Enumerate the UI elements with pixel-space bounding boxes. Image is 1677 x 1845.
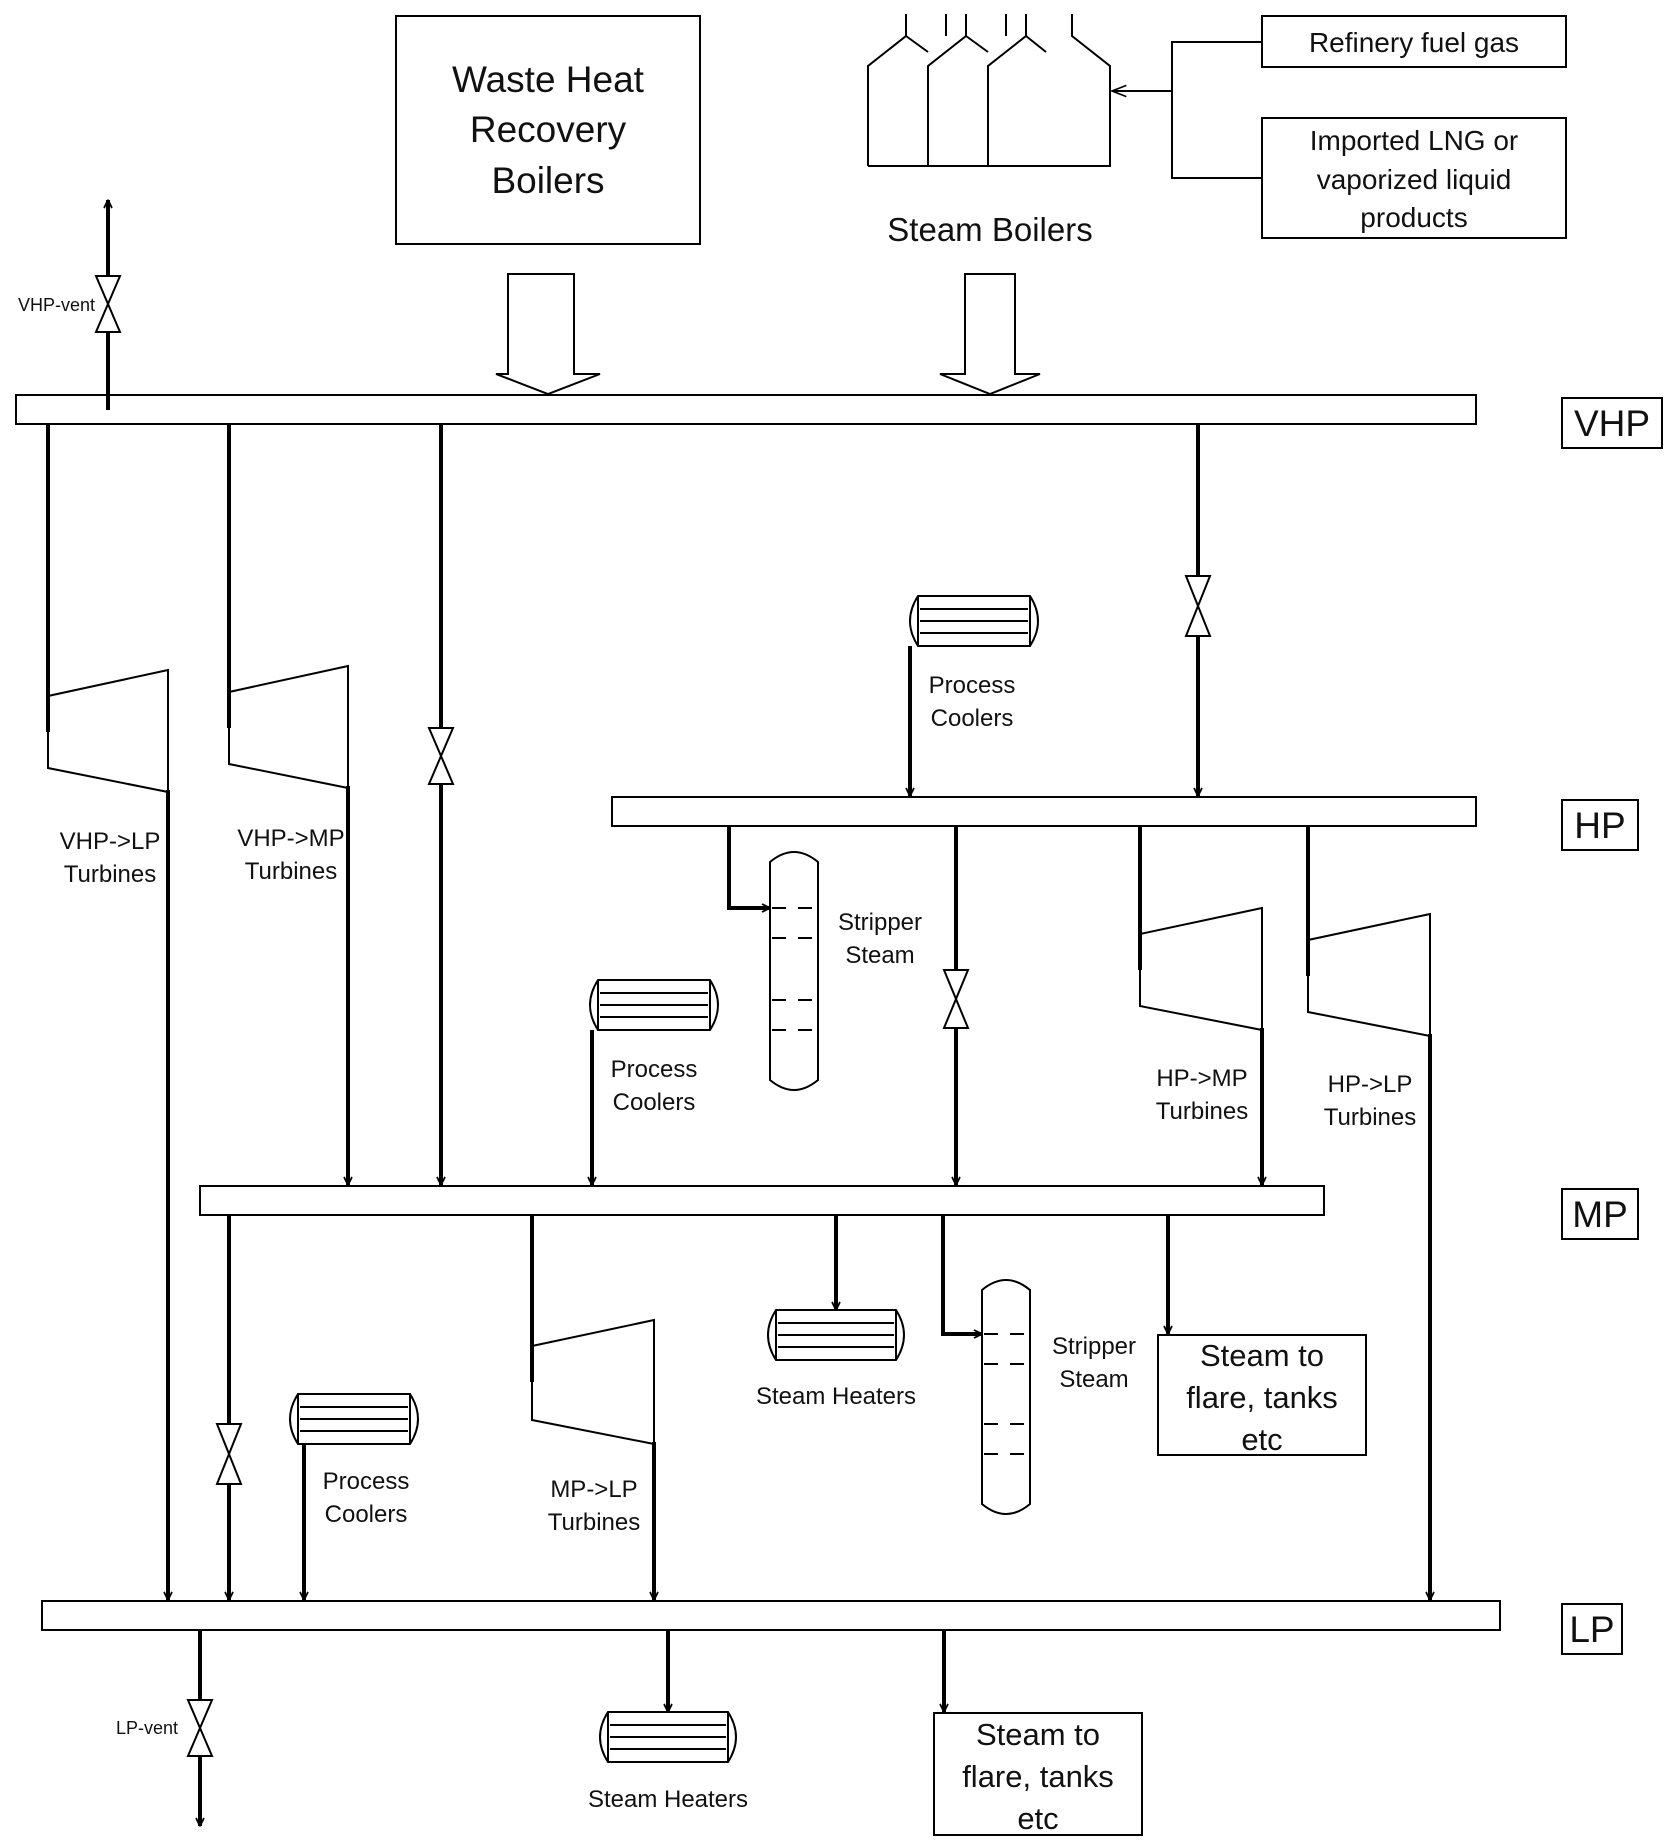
waste-heat-label-2: Recovery <box>470 109 627 150</box>
fuel-gas-label: Refinery fuel gas <box>1309 27 1519 58</box>
lp-process-coolers: Process Coolers <box>289 1393 419 1600</box>
hp-lp-turbine: HP->LP Turbines <box>1306 826 1431 1600</box>
mp-stripper-column-icon <box>981 1279 1031 1515</box>
lp-label: LP <box>1569 1609 1614 1650</box>
mp-level-label: MP <box>1561 1188 1639 1240</box>
lp-cooler-label-2: Coolers <box>325 1501 408 1528</box>
mp-lp-turbine: MP->LP Turbines <box>530 1215 655 1600</box>
vhp-mp-turbine-label-2: Turbines <box>245 858 337 885</box>
fuel-connector-line <box>1112 41 1262 179</box>
lp-level-label: LP <box>1561 1603 1623 1655</box>
hp-process-coolers: Process Coolers <box>910 595 1039 796</box>
lp-cooler-label-1: Process <box>323 1468 410 1495</box>
vhp-vent-label: VHP-vent <box>18 295 95 315</box>
vhp-lp-turbine-label-2: Turbines <box>64 861 156 888</box>
vhp-label: VHP <box>1574 403 1650 444</box>
vhp-mp-valve-icon <box>427 727 455 785</box>
mp-header-bar <box>199 1185 1325 1216</box>
mp-flare-label-2: flare, tanks <box>1186 1380 1338 1415</box>
waste-heat-big-arrow <box>495 273 601 396</box>
hp-mp-turbine: HP->MP Turbines <box>1138 826 1263 1185</box>
vhp-mp-turbine-label-1: VHP->MP <box>237 825 344 852</box>
mp-stripper-label-1: Stripper <box>1052 1333 1136 1360</box>
mp-lp-turbine-label-2: Turbines <box>548 1509 640 1536</box>
lp-flare-label-1: Steam to <box>976 1717 1100 1752</box>
lng-box: Imported LNG or vaporized liquid product… <box>1261 117 1567 239</box>
lng-label-2: vaporized liquid <box>1317 164 1512 195</box>
lp-steam-heaters: Steam Heaters <box>588 1630 748 1813</box>
mp-lp-turbine-label-1: MP->LP <box>550 1476 637 1503</box>
hp-header-bar <box>611 796 1477 827</box>
hp-cooler-label-1: Process <box>929 672 1016 699</box>
lp-vent: LP-vent <box>116 1630 214 1826</box>
lp-flare-label-3: etc <box>1017 1801 1058 1836</box>
steam-boilers-big-arrow <box>939 273 1041 396</box>
waste-heat-recovery-boilers: Waste Heat Recovery Boilers <box>395 15 701 245</box>
waste-heat-label-3: Boilers <box>491 160 604 201</box>
steam-boilers-label: Steam Boilers <box>887 211 1092 248</box>
mp-flare-label-3: etc <box>1241 1422 1282 1457</box>
hp-mp-letdown <box>942 826 970 1185</box>
vhp-lp-turbine: VHP->LP Turbines <box>46 424 169 1600</box>
hp-mp-turbine-icon <box>1139 906 1263 1032</box>
mp-lp-letdown <box>215 1215 243 1600</box>
hp-stripper-label-1: Stripper <box>838 909 922 936</box>
hp-mp-turbine-label-2: Turbines <box>1156 1098 1248 1125</box>
mp-steam-heaters: Steam Heaters <box>756 1215 916 1410</box>
lp-vent-label: LP-vent <box>116 1718 178 1738</box>
vhp-header-bar <box>15 394 1477 425</box>
vhp-vent-valve-icon <box>94 275 122 333</box>
mp-heater-label: Steam Heaters <box>756 1383 916 1410</box>
mp-cooler-label-1: Process <box>611 1056 698 1083</box>
hp-lp-turbine-label-1: HP->LP <box>1328 1071 1413 1098</box>
hp-stripper-column-icon <box>769 851 819 1091</box>
vhp-mp-letdown <box>427 424 455 1185</box>
hp-cooler-label-2: Coolers <box>931 705 1014 732</box>
hp-mp-valve-icon <box>942 969 970 1029</box>
vhp-lp-turbine-label-1: VHP->LP <box>60 828 161 855</box>
mp-stripper-label-2: Steam <box>1059 1366 1128 1393</box>
mp-steam-to-flare: Steam to flare, tanks etc <box>1157 1215 1367 1457</box>
lng-label-1: Imported LNG or <box>1310 125 1519 156</box>
vhp-level-label: VHP <box>1561 397 1663 449</box>
hp-lp-turbine-label-2: Turbines <box>1324 1104 1416 1131</box>
mp-label: MP <box>1572 1194 1628 1235</box>
vhp-mp-turbine: VHP->MP Turbines <box>227 424 349 1185</box>
mp-lp-valve-icon <box>215 1423 243 1485</box>
vhp-vent: VHP-vent <box>18 200 122 410</box>
lp-steam-to-flare: Steam to flare, tanks etc <box>933 1630 1143 1836</box>
vhp-lp-turbine-icon <box>47 668 169 794</box>
hp-label: HP <box>1574 805 1625 846</box>
waste-heat-label-1: Waste Heat <box>452 59 645 100</box>
mp-cooler-label-2: Coolers <box>613 1089 696 1116</box>
hp-level-label: HP <box>1561 799 1639 851</box>
lng-label-3: products <box>1360 202 1467 233</box>
vhp-mp-turbine-icon <box>228 664 349 790</box>
vhp-hp-valve-icon <box>1184 575 1212 637</box>
hp-stripper-steam: Stripper Steam <box>727 826 922 1091</box>
mp-stripper-steam: Stripper Steam <box>941 1215 1136 1515</box>
lp-heater-label: Steam Heaters <box>588 1786 748 1813</box>
lp-vent-valve-icon <box>186 1699 214 1757</box>
fuel-gas-box: Refinery fuel gas <box>1261 15 1567 68</box>
steam-boilers: Steam Boilers <box>867 14 1111 248</box>
lp-flare-label-2: flare, tanks <box>962 1759 1114 1794</box>
mp-process-coolers: Process Coolers <box>590 979 719 1185</box>
mp-lp-turbine-icon <box>531 1318 655 1446</box>
lp-header-bar <box>41 1600 1501 1631</box>
hp-lp-turbine-icon <box>1307 912 1431 1038</box>
hp-stripper-label-2: Steam <box>845 942 914 969</box>
mp-flare-label-1: Steam to <box>1200 1338 1324 1373</box>
vhp-hp-letdown <box>1184 424 1212 796</box>
hp-mp-turbine-label-1: HP->MP <box>1156 1065 1247 1092</box>
steam-boilers-shape <box>867 14 1111 167</box>
